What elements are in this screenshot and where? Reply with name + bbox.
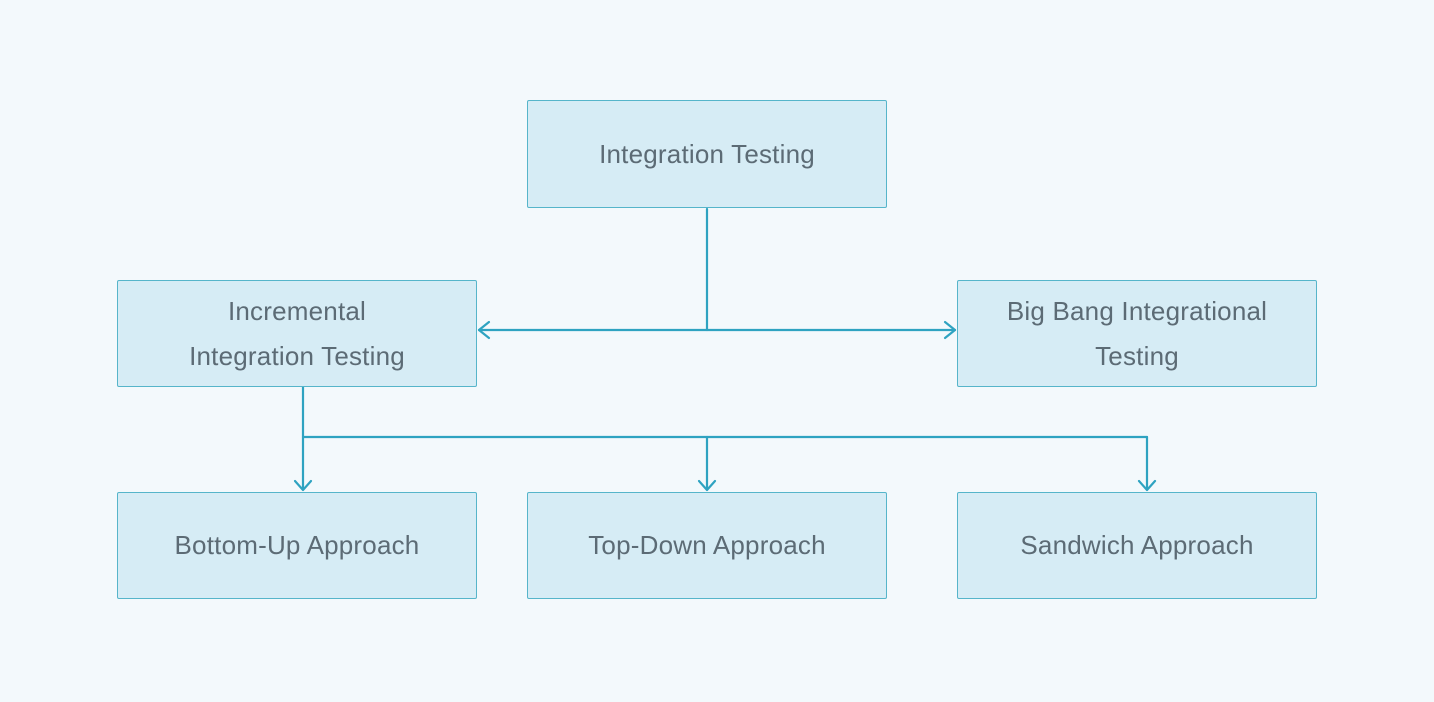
arrowhead-down-bottom-up-icon <box>293 479 313 492</box>
node-label-line2: Testing <box>1095 340 1179 371</box>
node-bottom-up-approach: Bottom-Up Approach <box>117 492 477 599</box>
node-label-line2: Integration Testing <box>189 340 405 371</box>
node-label-line1: Incremental <box>227 295 367 326</box>
node-label: Bottom-Up Approach <box>174 530 420 560</box>
node-label-line1: Big Bang Integrational <box>1006 295 1268 326</box>
node-big-bang-integrational-testing: Big Bang Integrational Testing <box>957 280 1317 387</box>
node-incremental-integration-testing: Incremental Integration Testing <box>117 280 477 387</box>
arrowhead-down-sandwich-icon <box>1137 479 1157 492</box>
arrowhead-left-icon <box>477 320 491 340</box>
node-top-down-approach: Top-Down Approach <box>527 492 887 599</box>
arrowhead-down-top-down-icon <box>697 479 717 492</box>
node-integration-testing: Integration Testing <box>527 100 887 208</box>
node-label: Sandwich Approach <box>1020 530 1254 560</box>
node-sandwich-approach: Sandwich Approach <box>957 492 1317 599</box>
node-label: Integration Testing <box>599 138 815 169</box>
node-label: Top-Down Approach <box>588 530 826 560</box>
arrowhead-right-icon <box>943 320 957 340</box>
